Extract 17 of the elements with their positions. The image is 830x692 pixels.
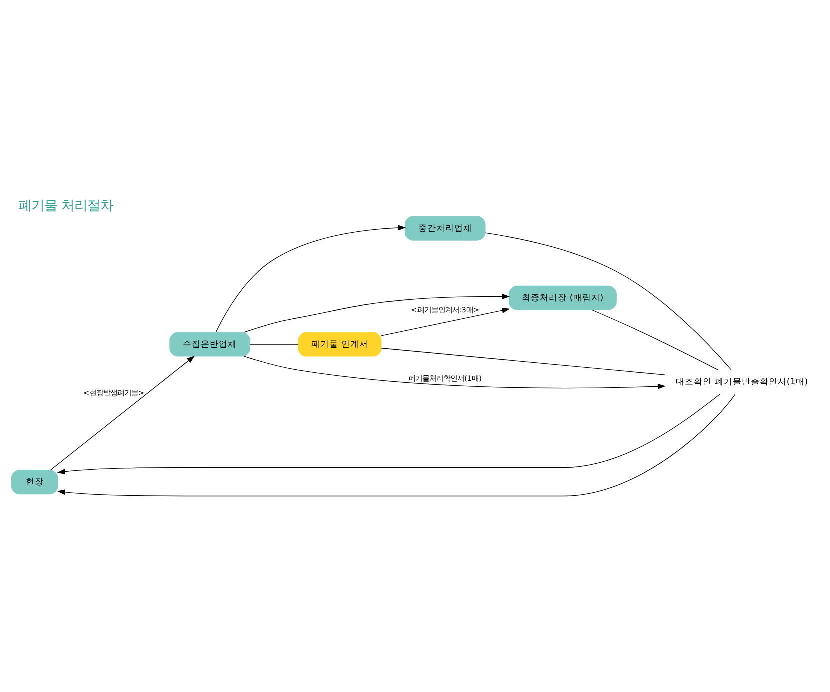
node-box: 현장 [10,470,58,494]
connector [591,309,718,370]
arrow [50,355,194,470]
arrow [215,224,406,332]
node-box: 최종처리장 (매립지) [508,285,616,310]
connector [380,348,665,375]
node-box: 중간처리업체 [404,216,486,240]
connector [484,232,732,370]
diagram-title: 폐기물 처리절차 [18,198,114,214]
arrow [243,356,666,389]
node-box: 폐기물 인계서 [298,332,382,356]
node-box: 수집운반업체 [169,332,250,356]
node-text: 대조확인 폐기물반출확인서(1매) [676,377,808,388]
arrow [56,394,720,474]
arrow [244,293,510,332]
arrow [380,307,510,336]
arrow [56,394,736,496]
